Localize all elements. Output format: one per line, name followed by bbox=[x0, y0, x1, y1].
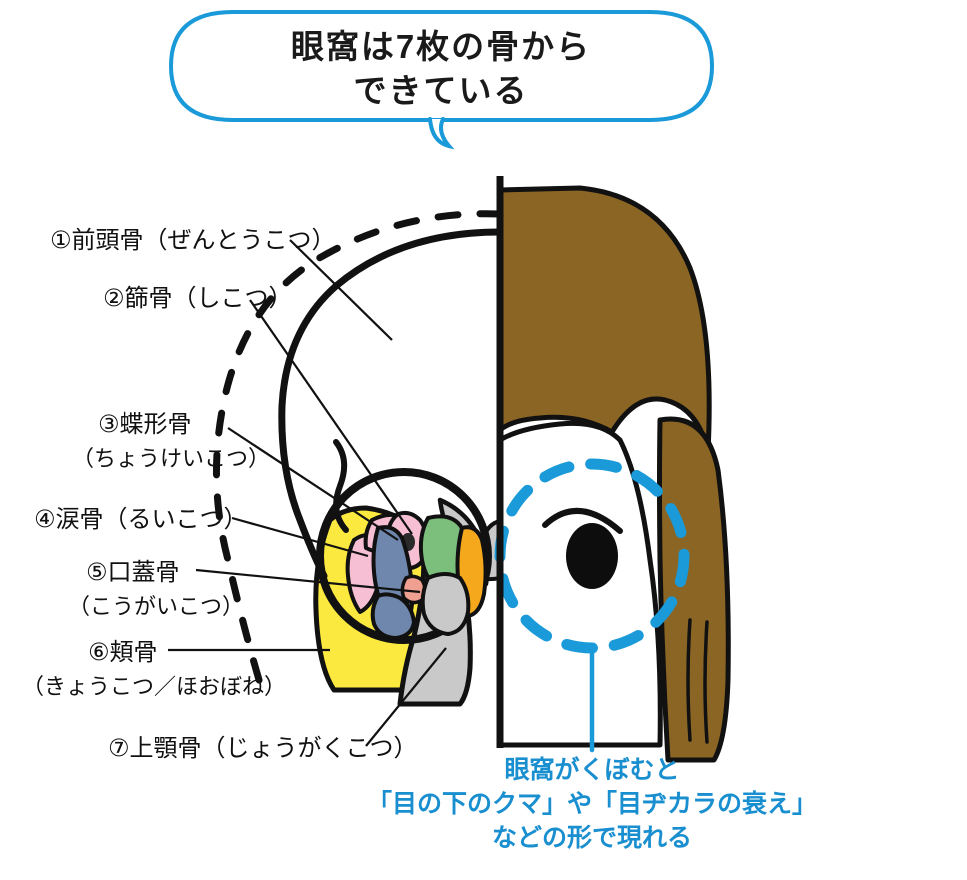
leader-line-5 bbox=[195, 568, 421, 594]
title-callout: 眼窩は7枚の骨から できている bbox=[168, 10, 715, 150]
labels-group: ①前頭骨（ぜんとうこつ） ②篩骨（しこつ） ③蝶形骨 （ちょうけいこつ） ④涙骨… bbox=[22, 227, 418, 762]
leader-line-1 bbox=[289, 239, 393, 341]
bone-orbital-floor bbox=[420, 572, 471, 636]
label-4-text: ④涙骨（るいこつ） bbox=[34, 506, 248, 533]
leader-line-4 bbox=[231, 516, 369, 558]
label-1-text: ①前頭骨（ぜんとうこつ） bbox=[50, 227, 336, 254]
eye-pupil bbox=[566, 523, 618, 589]
hair-strand-line-1 bbox=[686, 618, 692, 742]
leader-line-2 bbox=[249, 299, 413, 535]
callout-title-line1: 眼窩は7枚の骨から bbox=[291, 28, 591, 65]
eye-crease bbox=[542, 508, 623, 534]
bone-ethmoid-lower bbox=[370, 592, 416, 640]
leader-lines-group bbox=[168, 239, 447, 747]
label-2-text: ②篩骨（しこつ） bbox=[103, 285, 293, 312]
label-6-kana: （きょうこつ／ほおぼね） bbox=[22, 674, 286, 699]
temporal-line bbox=[333, 439, 349, 533]
label-3-text: ③蝶形骨 bbox=[98, 411, 192, 438]
callout-title-line2: できている bbox=[354, 72, 529, 109]
label-5-kana: （こうがいこつ） bbox=[68, 594, 244, 619]
callout-bubble-tail bbox=[428, 117, 455, 150]
face-skin bbox=[497, 233, 663, 748]
face-half bbox=[468, 185, 731, 763]
orbit-rim-circle bbox=[316, 468, 492, 644]
caption-line-3: などの形で現れる bbox=[492, 824, 692, 852]
leader-line-7 bbox=[365, 647, 447, 747]
bottom-caption: 眼窩がくぼむと 「目の下のクマ」や「目ヂカラの衰え」 などの形で現れる bbox=[367, 755, 817, 852]
leader-line-3 bbox=[227, 427, 399, 541]
caption-line-2: 「目の下のクマ」や「目ヂカラの衰え」 bbox=[367, 789, 817, 818]
label-7-text: ⑦上顎骨（じょうがくこつ） bbox=[108, 735, 418, 762]
label-6-text: ⑥頬骨 bbox=[88, 639, 158, 666]
head-profile-dashed bbox=[213, 210, 504, 694]
hair-side-strand bbox=[657, 416, 731, 763]
cranium-outline bbox=[278, 228, 504, 580]
hair-top bbox=[497, 185, 712, 455]
label-3-kana: （ちょうけいこつ） bbox=[72, 446, 270, 471]
label-5-text: ⑤口蓋骨 bbox=[86, 559, 180, 586]
caption-line-1: 眼窩がくぼむと bbox=[504, 755, 679, 784]
hair-strand-line-2 bbox=[703, 620, 709, 744]
callout-bubble-body bbox=[168, 10, 715, 122]
